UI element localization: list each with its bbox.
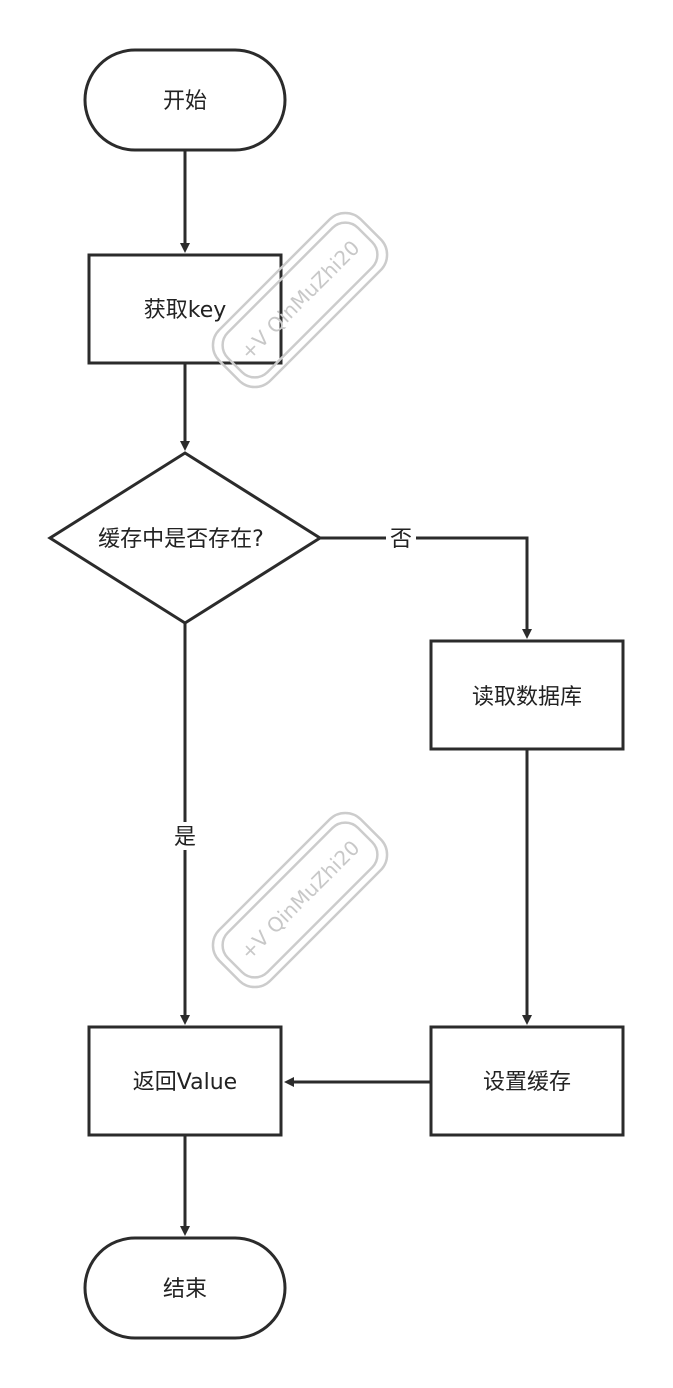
node-start-label: 开始 bbox=[163, 89, 207, 114]
node-start: 开始 bbox=[83, 48, 287, 152]
node-return-value-label: 返回Value bbox=[133, 1070, 237, 1095]
node-set-cache: 设置缓存 bbox=[429, 1025, 625, 1137]
edge-decision-no-to-readdb bbox=[320, 536, 532, 639]
node-read-db: 读取数据库 bbox=[429, 639, 625, 751]
node-get-key-label: 获取key bbox=[144, 298, 227, 323]
watermark-bottom: +V QinMuZhi20 bbox=[211, 811, 389, 989]
edge-label-no: 否 bbox=[390, 527, 412, 552]
node-end-label: 结束 bbox=[163, 1277, 207, 1302]
node-return-value: 返回Value bbox=[87, 1025, 283, 1137]
edge-label-yes-bg bbox=[170, 822, 200, 850]
node-set-cache-label: 设置缓存 bbox=[483, 1070, 571, 1095]
node-get-key: 获取key bbox=[87, 253, 283, 365]
edge-label-yes: 是 bbox=[174, 825, 196, 850]
watermark-bottom-text: +V QinMuZhi20 bbox=[236, 836, 365, 965]
node-end: 结束 bbox=[83, 1236, 287, 1340]
node-read-db-label: 读取数据库 bbox=[472, 685, 582, 710]
edge-label-no-bg bbox=[386, 524, 416, 552]
node-decision: 缓存中是否存在? bbox=[47, 451, 323, 625]
node-decision-label: 缓存中是否存在? bbox=[98, 527, 264, 552]
